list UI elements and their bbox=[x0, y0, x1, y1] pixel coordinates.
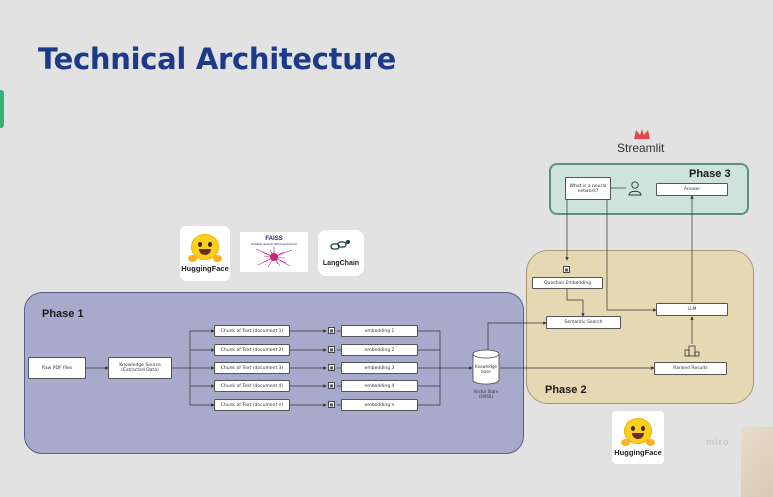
question-embedding-box: Question Embedding bbox=[532, 277, 603, 289]
knowledge-source-box: Knowledge Source (Extracted Data) bbox=[108, 357, 172, 379]
huggingface-label: HuggingFace bbox=[614, 448, 662, 457]
phase2-label: Phase 2 bbox=[545, 384, 587, 396]
llm-box: LLM bbox=[656, 303, 728, 316]
embedding-model-icon: ▦ bbox=[563, 266, 570, 273]
faiss-title: FAISS bbox=[265, 236, 283, 242]
user-person-icon bbox=[627, 180, 643, 201]
huggingface-emoji-icon bbox=[621, 418, 655, 446]
streamlit-crown-icon bbox=[633, 127, 651, 145]
langchain-label: LangChain bbox=[322, 260, 360, 267]
embedding-model-icon: ▦ bbox=[328, 401, 335, 408]
chunk-box-1: Chunk of Text (document 1) bbox=[214, 325, 290, 337]
podium-ranking-icon bbox=[684, 344, 700, 362]
answer-box: Answer bbox=[656, 183, 728, 196]
left-edge-tab bbox=[0, 90, 4, 128]
embedding-model-icon: ▦ bbox=[328, 382, 335, 389]
knowledge-base-cylinder-icon bbox=[472, 349, 500, 390]
embedding-box-1: embedding 1 bbox=[341, 325, 418, 337]
slide-title: Technical Architecture bbox=[38, 42, 396, 76]
chunk-box-3: Chunk of Text (document 3) bbox=[214, 362, 290, 374]
faiss-network-icon bbox=[255, 247, 293, 268]
ranked-results-box: Ranked Results bbox=[654, 362, 727, 375]
huggingface-label: HuggingFace bbox=[181, 264, 229, 273]
huggingface-logo-bottom: HuggingFace bbox=[612, 411, 664, 464]
streamlit-label: Streamlit bbox=[617, 141, 665, 155]
miro-watermark: miro bbox=[706, 437, 730, 447]
embedding-model-icon: ▦ bbox=[328, 364, 335, 371]
knowledge-base-label: Knowledge base bbox=[475, 364, 497, 374]
phase3-label: Phase 3 bbox=[689, 168, 731, 180]
huggingface-logo-top: HuggingFace bbox=[180, 226, 230, 281]
embedding-box-n: embedding n bbox=[341, 399, 418, 411]
vector-store-label: Vector Store (FAISS) bbox=[473, 389, 499, 399]
huggingface-emoji-icon bbox=[188, 234, 222, 262]
faiss-subtitle: Scalable Search With Facebook AI bbox=[250, 242, 298, 246]
embedding-box-2: embedding 2 bbox=[341, 344, 418, 356]
chunk-box-2: Chunk of Text (document 2) bbox=[214, 344, 290, 356]
langchain-logo: LangChain bbox=[318, 230, 364, 276]
semantic-search-box: Semantic Search bbox=[546, 316, 621, 329]
faiss-logo: FAISS Scalable Search With Facebook AI bbox=[240, 232, 308, 272]
raw-pdf-files-box: Raw PDF files bbox=[28, 357, 86, 379]
phase1-label: Phase 1 bbox=[42, 308, 84, 320]
chunk-box-n: Chunk of Text (document n) bbox=[214, 399, 290, 411]
embedding-box-4: embedding 4 bbox=[341, 380, 418, 392]
chunk-box-4: Chunk of Text (document 4) bbox=[214, 380, 290, 392]
embedding-model-icon: ▦ bbox=[328, 346, 335, 353]
presenter-thumbnail bbox=[741, 427, 773, 497]
embedding-model-icon: ▦ bbox=[328, 327, 335, 334]
langchain-icon bbox=[330, 239, 352, 258]
embedding-box-3: embedding 3 bbox=[341, 362, 418, 374]
question-input-box: What is a neural network? bbox=[565, 177, 611, 200]
